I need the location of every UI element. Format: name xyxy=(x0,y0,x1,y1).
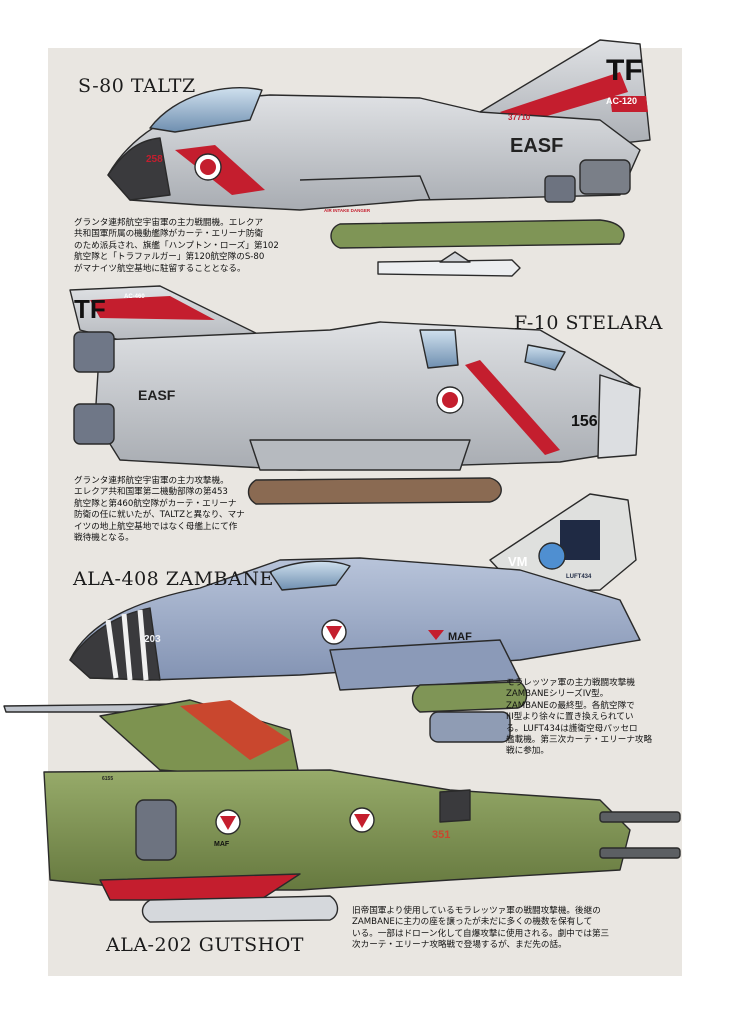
s80-tail-code: TF xyxy=(606,54,643,87)
description-line: ZAMBANEの最終型。各航空隊で xyxy=(506,700,635,711)
s80-taltz-title: S-80 TALTZ xyxy=(78,75,196,97)
description-line: 艦載機。第三次カーテ・エリーナ攻略 xyxy=(506,735,653,746)
description-line: イツの地上航空基地ではなく母艦上にて作 xyxy=(74,521,238,532)
description-line: 戦に参加。 xyxy=(506,746,549,757)
ala202-serial: 6155 xyxy=(102,776,113,782)
ala408-zambane-title: ALA-408 ZAMBANE xyxy=(73,568,274,590)
s80-taltz-description: グランタ連邦航空宇宙軍の主力戦闘機。エレクア 共和国軍所属の機動艦隊がカーテ・エ… xyxy=(74,218,314,275)
description-line: 戦待機となる。 xyxy=(74,533,134,544)
ala408-zambane-description: モラレッツァ軍の主力戦闘攻撃機 ZAMBANEシリーズIV型。 ZAMBANEの… xyxy=(506,678,676,758)
description-line: がマナイツ航空基地に駐留することとなる。 xyxy=(74,263,246,274)
ala202-gutshot-title: ALA-202 GUTSHOT xyxy=(106,934,304,956)
description-line: モラレッツァ軍の主力戦闘攻撃機 xyxy=(506,678,635,688)
f10-tail-code: TF xyxy=(74,294,106,324)
description-line: ZAMBANEに主力の座を譲ったが未だに多くの機数を保有して xyxy=(352,917,593,928)
f10-org: EASF xyxy=(138,387,176,403)
description-line: 航空隊と「トラファルガー」第120航空隊のS-80 xyxy=(74,252,265,263)
ala202-side-number: 351 xyxy=(432,829,450,841)
s80-serial: 37710 xyxy=(508,113,531,122)
description-line: 次カーテ・エリーナ攻略戦で登場するが、まだ先の話。 xyxy=(352,940,567,951)
description-line: のため派兵され、旗艦「ハンプトン・ローズ」第102 xyxy=(74,240,279,251)
aircraft-markings: TF AC-120 37710 EASF 258 AIR INTAKE DANG… xyxy=(74,54,643,848)
s80-org: EASF xyxy=(510,135,563,157)
description-line: いる。一部はドローン化して自爆攻撃に使用される。劇中では第三 xyxy=(352,928,610,939)
description-line: 航空隊と第460航空隊がカーテ・エリーナ xyxy=(74,498,237,509)
description-line: グランタ連邦航空宇宙軍の主力攻撃機。 xyxy=(74,476,229,486)
ala202-gutshot-description: 旧帝国軍より使用しているモラレッツァ軍の戦闘攻撃機。後継の ZAMBANEに主力… xyxy=(352,906,678,952)
f10-stelara-aircraft xyxy=(69,285,641,505)
ala408-unit-code: LUFT434 xyxy=(566,574,592,580)
description-line: ZAMBANEシリーズIV型。 xyxy=(506,689,609,700)
ala408-zambane-aircraft xyxy=(69,493,641,743)
ala408-side-number: 203 xyxy=(144,634,161,645)
description-line: III型より徐々に置き換えられてい xyxy=(506,712,634,723)
s80-unit-code: AC-120 xyxy=(606,96,637,106)
ala202-gutshot-aircraft xyxy=(3,699,681,923)
s80-side-number: 258 xyxy=(146,154,163,165)
s80-taltz-aircraft xyxy=(107,39,651,277)
ala408-org: MAF xyxy=(448,631,472,643)
description-line: 共和国軍所属の機動艦隊がカーテ・エリーナ防衛 xyxy=(74,229,264,240)
description-line: 旧帝国軍より使用しているモラレッツァ軍の戦闘攻撃機。後継の xyxy=(352,906,601,916)
s80-intake-warning: AIR INTAKE DANGER xyxy=(324,208,371,213)
f10-side-number: 156 xyxy=(571,413,598,430)
description-line: エレクア共和国軍第二機動部隊の第453 xyxy=(74,487,228,498)
ala202-org: MAF xyxy=(214,841,230,848)
description-line: 防衛の任に就いたが、TALTZと異なり、マナ xyxy=(74,510,245,521)
f10-stelara-title: F-10 STELARA xyxy=(514,312,663,334)
description-line: る。LUFT434は護衛空母パッセロ xyxy=(506,723,638,734)
description-line: グランタ連邦航空宇宙軍の主力戦闘機。エレクア xyxy=(74,218,264,228)
ala408-tail-code: VM xyxy=(508,554,528,569)
f10-stelara-description: グランタ連邦航空宇宙軍の主力攻撃機。 エレクア共和国軍第二機動部隊の第453 航… xyxy=(74,476,274,544)
f10-unit-code: AC-460 xyxy=(124,294,145,300)
